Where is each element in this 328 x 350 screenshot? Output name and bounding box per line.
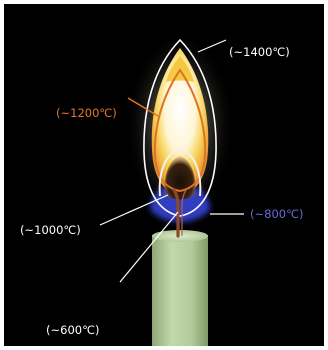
label-inner-1000: (~1000℃) xyxy=(20,223,81,237)
label-outer-1400: (~1400℃) xyxy=(229,45,290,59)
candle xyxy=(152,230,208,346)
candle-top xyxy=(152,230,208,242)
label-middle-1200: (~1200℃) xyxy=(56,106,117,120)
label-wick-600: (~600℃) xyxy=(46,323,99,337)
candle-body xyxy=(152,235,208,346)
label-blue-800: (~800℃) xyxy=(250,207,303,221)
